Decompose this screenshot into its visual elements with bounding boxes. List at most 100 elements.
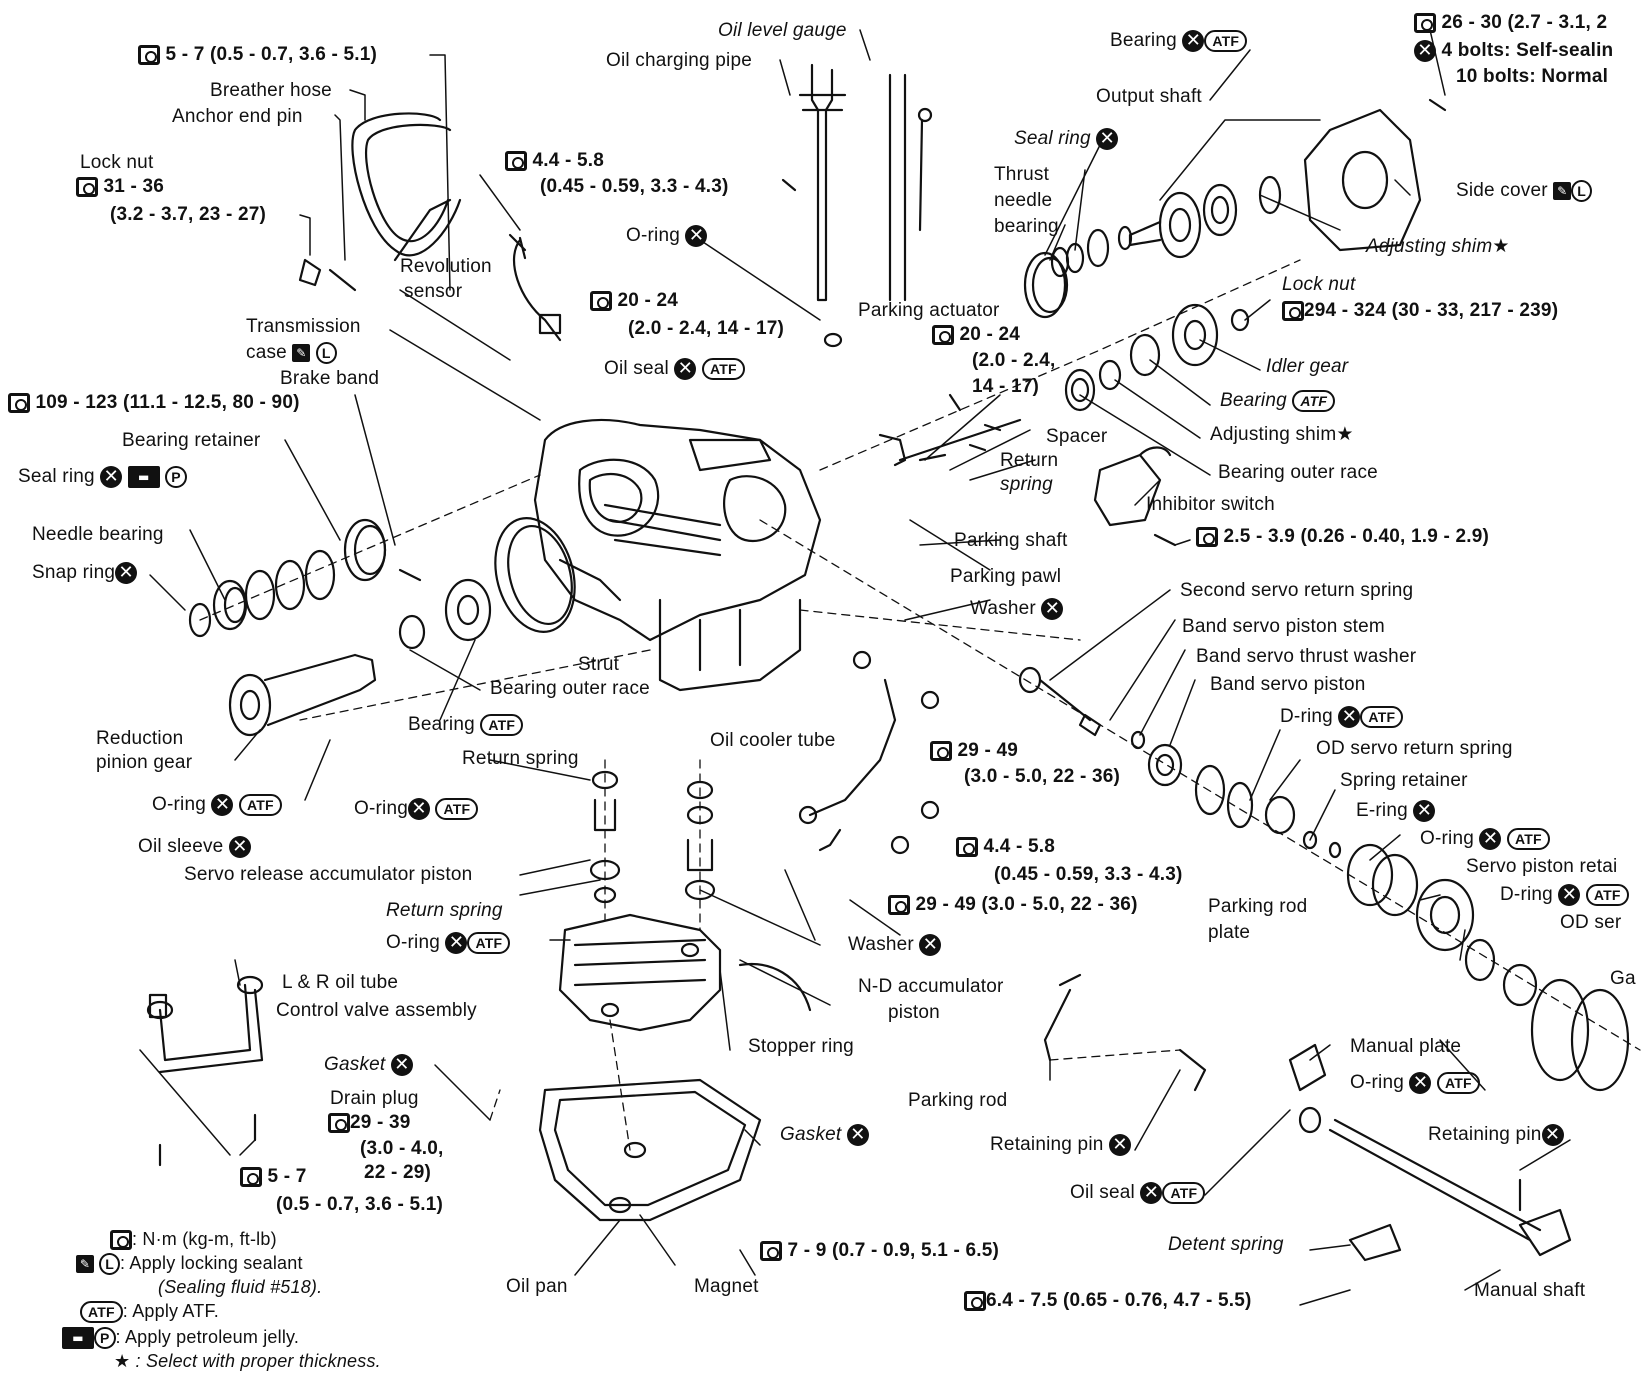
bearing-right-label: Bearing ATF	[1220, 390, 1336, 412]
p-circle-icon: P	[94, 1327, 116, 1350]
return-spring-right-label-1: Return	[1000, 450, 1059, 471]
washer-mid-label: Washer ✕	[970, 598, 1064, 620]
band-servo-thrust-washer-label: Band servo thrust washer	[1196, 646, 1417, 667]
petroleum-jelly-icon: ▬	[127, 466, 160, 488]
snap-ring-label: Snap ring✕	[32, 562, 138, 584]
torque-wrench-icon	[930, 740, 952, 761]
discard-x-icon: ✕	[211, 794, 234, 816]
atf-icon: ATF	[1204, 30, 1248, 52]
n-d-accumulator-label: N-D accumulator	[858, 976, 1004, 997]
oil-tube-drawing	[146, 975, 264, 1167]
discard-x-icon: ✕	[100, 466, 123, 488]
discard-x-icon: ✕	[445, 932, 468, 954]
oil-seal-bottom-label: Oil seal ✕ATF	[1070, 1182, 1206, 1204]
torque-wrench-icon	[760, 1240, 782, 1261]
thrust-label: Thrust	[994, 164, 1050, 185]
atf-icon: ATF	[238, 794, 282, 816]
output-shaft-label: Output shaft	[1096, 86, 1202, 107]
discard-x-icon: ✕	[674, 358, 697, 380]
lock-nut-left-label: Lock nut	[80, 152, 154, 173]
seal-ring-top-label: Seal ring ✕	[1014, 128, 1119, 150]
sealant-icon: ✎	[292, 344, 311, 362]
parking-actuator-label: Parking actuator	[858, 300, 1000, 321]
revolution-sensor-drawing	[512, 236, 562, 342]
breather-hose-drawing	[351, 112, 462, 262]
bearing-outer-race-left-label: Bearing outer race	[490, 678, 650, 699]
servo-piston-retainer-label: Servo piston retai	[1466, 856, 1618, 877]
discard-x-icon: ✕	[846, 1124, 869, 1146]
control-valve-assembly-label: Control valve assembly	[276, 1000, 477, 1021]
torque-wrench-icon	[1282, 300, 1304, 321]
torque-20-24-b-sub2: 14 - 17)	[972, 376, 1040, 397]
torque-wrench-icon	[240, 1166, 262, 1187]
manual-shaft-label: Manual shaft	[1474, 1280, 1586, 1301]
piston-label: piston	[888, 1002, 940, 1023]
atf-icon: ATF	[1585, 884, 1629, 906]
oil-seal-top-label: Oil seal ✕ ATF	[604, 358, 745, 380]
reduction-label: Reduction	[96, 728, 184, 749]
torque-wrench-icon	[8, 392, 30, 413]
discard-x-icon: ✕	[408, 798, 430, 820]
return-spring-mid-label: Return spring	[462, 748, 579, 769]
discard-x-icon: ✕	[1479, 828, 1502, 850]
torque-wrench-icon	[888, 894, 910, 915]
torque-20-24-a-sub: (2.0 - 2.4, 14 - 17)	[628, 318, 785, 339]
strut-label: Strut	[578, 654, 620, 675]
drain-plug-label: Drain plug	[330, 1088, 419, 1109]
side-cover-drawing	[1202, 108, 1422, 252]
bearing-outer-race-right-label: Bearing outer race	[1218, 462, 1378, 483]
control-valve-drawing	[558, 913, 812, 1032]
discard-x-icon: ✕	[1409, 1072, 1432, 1094]
torque-5-7-top: 5 - 7 (0.5 - 0.7, 3.6 - 5.1)	[138, 44, 377, 66]
output-shaft-drawing	[1023, 191, 1202, 319]
adjusting-shim-mid-label: Adjusting shim★	[1210, 424, 1354, 445]
bearing-retainer-label: Bearing retainer	[122, 430, 261, 451]
return-spring-right-label-2: spring	[1000, 474, 1053, 495]
torque-20-24-b-sub1: (2.0 - 2.4,	[972, 350, 1056, 371]
torque-29-49-a-sub: (3.0 - 5.0, 22 - 36)	[964, 766, 1121, 787]
case-label: case ✎ L	[246, 342, 337, 364]
discard-x-icon: ✕	[1041, 598, 1064, 620]
atf-icon: ATF	[435, 798, 479, 820]
parking-rod-label: Parking rod	[908, 1090, 1008, 1111]
sensor-label: sensor	[404, 281, 463, 302]
discard-x-icon: ✕	[1140, 1182, 1163, 1204]
torque-4-4-top: 4.4 - 5.8	[505, 150, 604, 172]
discard-x-icon: ✕	[1541, 1124, 1564, 1146]
discard-x-icon: ✕	[1109, 1134, 1131, 1156]
side-cover-label: Side cover ✎L	[1456, 180, 1593, 202]
self-sealing-bolts: ✕ 4 bolts: Self-sealin	[1414, 40, 1613, 62]
sealant-icon: ✎	[1553, 182, 1572, 200]
bearing-label: bearing	[994, 216, 1059, 237]
atf-icon: ATF	[480, 714, 524, 736]
parking-parts-drawing	[878, 418, 1022, 467]
idler-gear-label: Idler gear	[1266, 356, 1349, 377]
oil-cooler-tube-label: Oil cooler tube	[710, 730, 836, 751]
idler-gear-drawing	[1064, 303, 1250, 412]
bearing-mid-label: Bearing ATF	[408, 714, 524, 736]
atf-icon: ATF	[701, 358, 745, 380]
retaining-pin-left-label: Retaining pin ✕	[990, 1134, 1131, 1156]
discard-x-icon: ✕	[1096, 128, 1119, 150]
torque-4-4-mid-sub: (0.45 - 0.59, 3.3 - 4.3)	[994, 864, 1183, 885]
atf-icon: ATF	[1360, 706, 1404, 728]
adjusting-shim-top-label: Adjusting shim★	[1366, 236, 1510, 257]
discard-x-icon: ✕	[1338, 706, 1361, 728]
oil-level-gauge-label: Oil level gauge	[718, 20, 847, 41]
o-ring-right-label: O-ring ✕ ATF	[1420, 828, 1550, 850]
torque-wrench-icon	[505, 150, 527, 171]
legend-torque: : N·m (kg-m, ft-lb)	[110, 1228, 277, 1251]
manual-shaft-drawing	[1043, 973, 1572, 1262]
l-circle-icon: L	[1571, 180, 1593, 202]
spring-retainer-label: Spring retainer	[1340, 770, 1468, 791]
torque-wrench-icon	[1196, 526, 1218, 547]
atf-icon: ATF	[1436, 1072, 1480, 1094]
oil-sleeve-label: Oil sleeve ✕	[138, 836, 251, 858]
parking-rod-plate-label-2: plate	[1208, 922, 1251, 943]
torque-4-4-top-sub: (0.45 - 0.59, 3.3 - 4.3)	[540, 176, 729, 197]
discard-x-icon: ✕	[1413, 800, 1436, 822]
seal-ring-left-label: Seal ring ✕ ▬ P	[18, 466, 187, 488]
torque-wrench-icon	[956, 836, 978, 857]
star-icon: ★	[1492, 236, 1510, 257]
l-circle-icon: L	[315, 342, 337, 364]
